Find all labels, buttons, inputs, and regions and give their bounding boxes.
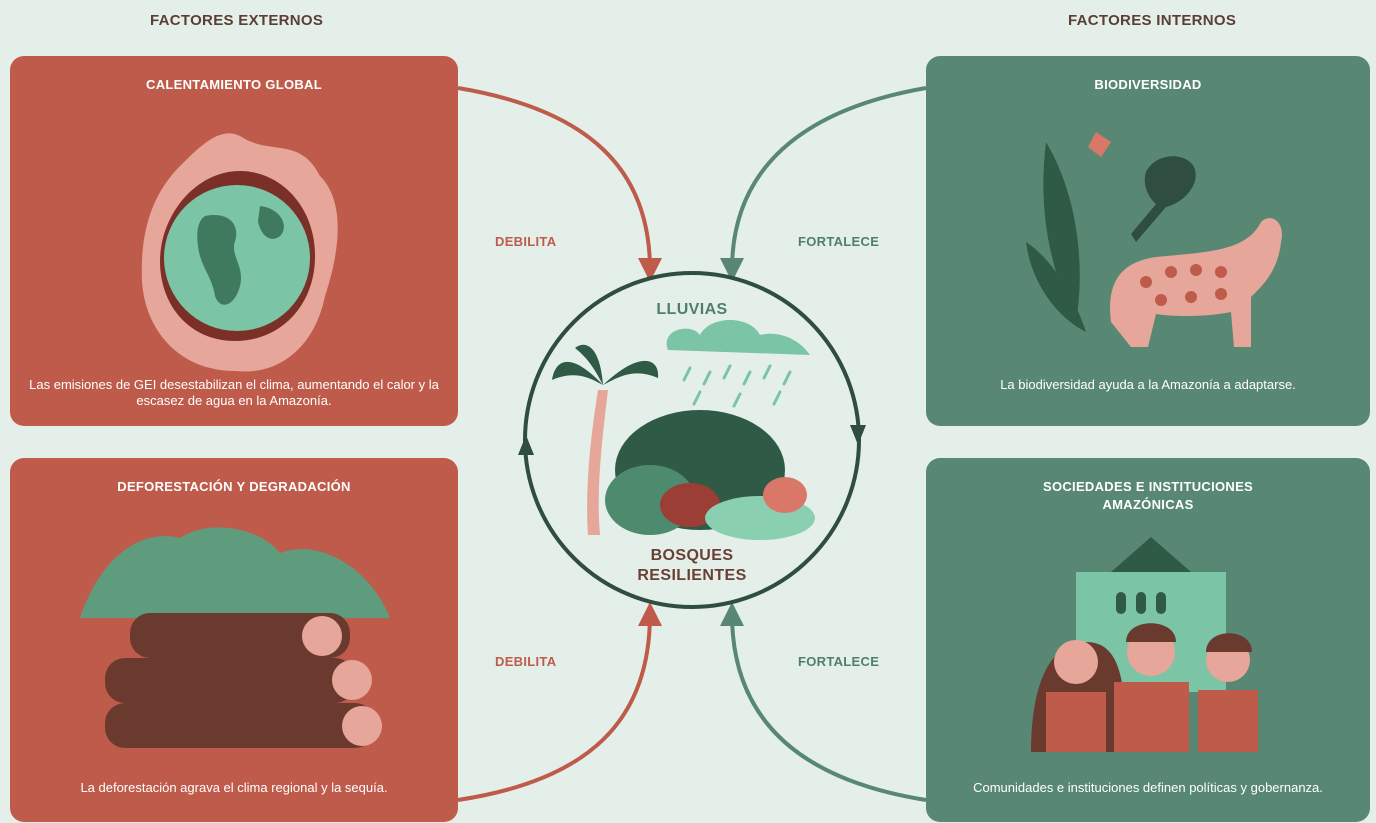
strengthens-label-top: FORTALECE (798, 234, 880, 249)
strengthen-arrow-top (720, 86, 927, 282)
palm-trunk (587, 390, 608, 535)
resilient-forests-label: BOSQUES RESILIENTES (637, 547, 747, 584)
card-title: DEFORESTACIÓN Y DEGRADACIÓN (117, 479, 351, 494)
felled-logs-illustration (80, 527, 390, 748)
weaken-arrow-bottom (457, 602, 662, 802)
burning-earth-illustration (141, 133, 338, 372)
card-title: SOCIEDADES E INSTITUCIONES AMAZÓNICAS (1042, 479, 1254, 512)
strengthen-arrow-bottom (720, 602, 927, 802)
card-description: La deforestación agrava el clima regiona… (80, 780, 388, 795)
card-deforestation: DEFORESTACIÓN Y DEGRADACIÓN La deforesta… (10, 458, 458, 822)
card-description: Comunidades e instituciones definen polí… (973, 780, 1323, 795)
card-title: CALENTAMIENTO GLOBAL (146, 77, 322, 92)
weakens-label-bottom: DEBILITA (495, 654, 557, 669)
internal-factors-heading: FACTORES INTERNOS (1068, 12, 1237, 29)
card-description: La biodiversidad ayuda a la Amazonía a a… (1000, 377, 1296, 392)
weaken-arrow-top (457, 86, 662, 282)
cycle-arrow-right (850, 425, 866, 445)
forest-canopy-red (660, 483, 720, 527)
card-global-warming: CALENTAMIENTO GLOBAL Las emisiones de GE… (10, 56, 458, 426)
card-societies-institutions: SOCIEDADES E INSTITUCIONES AMAZÓNICAS Co… (926, 458, 1370, 822)
card-title: BIODIVERSIDAD (1094, 77, 1202, 92)
community-institution-illustration (1031, 537, 1258, 752)
forest-canopy-pink (763, 477, 807, 513)
weakens-label-top: DEBILITA (495, 234, 557, 249)
rain-cloud (666, 320, 810, 355)
rainforest-illustration (552, 320, 815, 540)
jaguar-bird-butterfly-illustration (1026, 132, 1282, 347)
card-description: Las emisiones de GEI desestabilizan el c… (29, 377, 439, 408)
rain-label: LLUVIAS (656, 301, 728, 318)
cycle-arrow-left (518, 435, 534, 455)
strengthens-label-bottom: FORTALECE (798, 654, 880, 669)
palm-leaves (552, 344, 659, 385)
external-factors-heading: FACTORES EXTERNOS (150, 12, 324, 29)
card-biodiversity: BIODIVERSIDAD La biodiversidad ayuda a l… (926, 56, 1370, 426)
